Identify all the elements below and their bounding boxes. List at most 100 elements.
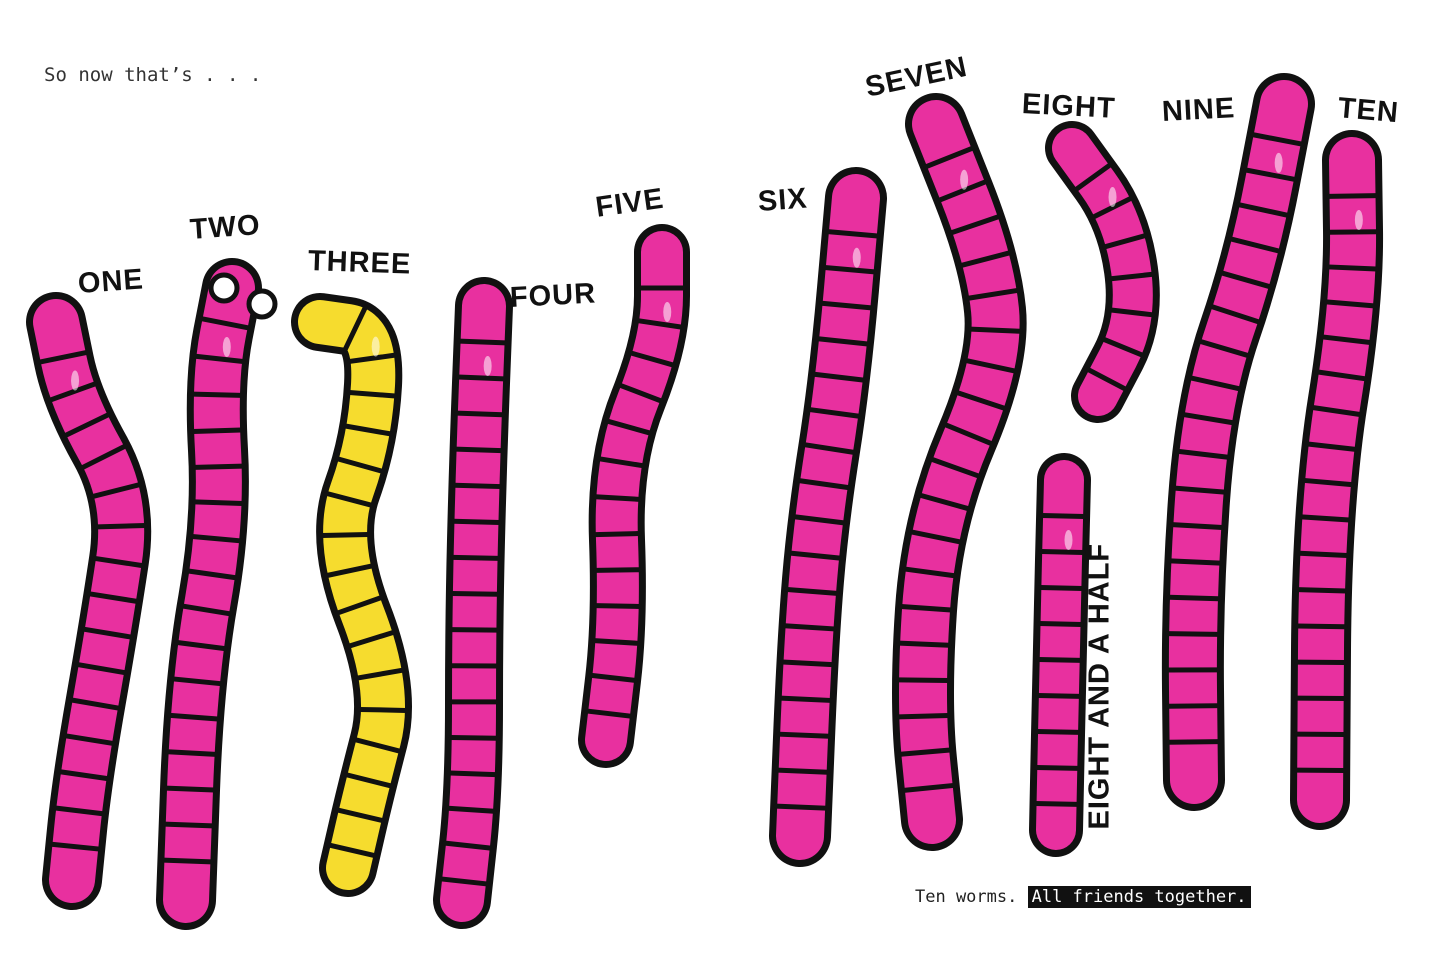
worm-segment-line <box>1320 334 1373 346</box>
worm-four <box>433 277 513 929</box>
worm-segment-line <box>48 841 102 852</box>
worm-segment-line <box>584 708 634 719</box>
worm-segment-line <box>81 626 134 640</box>
label-six: SIX <box>756 182 809 218</box>
worm-eye-right <box>246 288 278 320</box>
worm-segment-line <box>346 389 398 399</box>
worm-segment-line <box>450 518 502 525</box>
worm-segment-line <box>1037 584 1085 591</box>
worm-segment-line <box>773 803 829 811</box>
worm-segment-line <box>776 731 832 739</box>
worm-segment-line <box>190 427 244 435</box>
label-three: THREE <box>307 245 412 281</box>
worm-segment-line <box>923 145 976 170</box>
worm-segment-line <box>1165 703 1221 709</box>
worm-segment-line <box>324 563 375 578</box>
worm-highlight <box>1108 187 1117 208</box>
worm-two <box>156 258 278 930</box>
worm-segment-line <box>1323 299 1377 309</box>
worm-segment-line <box>167 712 221 722</box>
worm-segment-line <box>454 410 506 418</box>
worm-five <box>578 224 690 768</box>
worm-segment-line <box>1108 307 1156 318</box>
worm-segment-line <box>787 550 843 561</box>
caption: Ten worms. All friends together. <box>915 886 1251 908</box>
worm-one-body <box>33 299 145 903</box>
worm-segment-line <box>1165 631 1221 637</box>
worm-segment-line <box>447 770 499 778</box>
worm-segment-line <box>1325 264 1379 272</box>
worm-segment-line <box>94 522 148 530</box>
worm-segment-line <box>1181 412 1236 426</box>
worm-segment-line <box>354 667 406 681</box>
worm-segment-line <box>963 358 1018 374</box>
worm-segment-line <box>92 555 145 569</box>
worm-segment-line <box>1301 477 1355 488</box>
worm-eye-left <box>208 272 240 304</box>
worm-segment-line <box>86 591 140 604</box>
worm-one <box>26 292 152 910</box>
worm-segment-line <box>451 482 503 490</box>
label-ten: TEN <box>1336 92 1401 130</box>
worm-segment-line <box>592 530 642 538</box>
worm-segment-line <box>895 677 951 683</box>
worm-segment-line <box>335 807 386 824</box>
worm-segment-line <box>1243 167 1298 182</box>
worm-segment-line <box>1033 764 1081 771</box>
worm-highlight <box>960 169 969 190</box>
worm-segment-line <box>1305 441 1359 452</box>
worm-segment-line <box>1172 485 1228 495</box>
worm-segment-line <box>1298 514 1352 523</box>
worm-ten <box>1290 130 1384 830</box>
worm-segment-line <box>593 603 643 609</box>
caption-plain: Ten worms. <box>915 887 1028 907</box>
worm-segment-line <box>448 627 500 633</box>
worm-segment-line <box>189 533 243 544</box>
worm-segment-line <box>190 391 244 398</box>
worm-segment-line <box>778 695 834 703</box>
worm-highlight <box>71 370 80 391</box>
worm-segment-line <box>635 318 685 330</box>
worm-segment-line <box>902 566 958 579</box>
worm-segment-line <box>825 229 881 239</box>
worm-segment-line <box>942 422 995 447</box>
worm-segment-line <box>319 532 371 538</box>
worm-segment-line <box>796 478 852 491</box>
worm-segment-line <box>965 287 1021 301</box>
worm-segment-line <box>784 587 840 596</box>
worm-three-body <box>298 300 405 890</box>
worm-segment-line <box>448 734 500 741</box>
worm-segment-line <box>936 179 989 203</box>
worm-segment-line <box>450 554 502 561</box>
worm-segment-line <box>898 604 954 613</box>
worm-segment-line <box>605 418 653 436</box>
worm-segment-line <box>897 747 953 757</box>
worm-segment-line <box>1073 162 1113 192</box>
worm-segment-line <box>438 876 490 887</box>
worm-segment-line <box>815 336 871 347</box>
worm-segment-line <box>192 499 245 507</box>
worm-segment-line <box>1169 522 1225 531</box>
worm-segment-line <box>1296 550 1350 558</box>
worm-segment-line <box>1166 739 1222 745</box>
label-four: FOUR <box>509 277 597 314</box>
label-eight: EIGHT <box>1021 88 1117 125</box>
worm-eight-and-a-half-body <box>1036 460 1084 850</box>
worm-segment-line <box>819 300 874 311</box>
worm-nine-body <box>1168 80 1308 804</box>
worm-segment-line <box>47 381 98 403</box>
worm-segment-line <box>170 676 224 687</box>
worm-segment-line <box>1219 270 1273 290</box>
worm-segment-line <box>174 640 228 652</box>
worm-highlight <box>1064 529 1073 550</box>
worm-segment-line <box>1167 558 1223 566</box>
worm-segment-line <box>807 407 862 419</box>
worm-segment-line <box>592 494 642 502</box>
worm-highlight <box>852 247 861 268</box>
worm-segment-line <box>335 456 385 474</box>
worm-segment-line <box>346 352 398 364</box>
worm-segment-line <box>1326 193 1380 199</box>
worm-segment-line <box>1175 448 1231 460</box>
worm-segment-line <box>347 629 396 649</box>
worm-segment-line <box>780 659 835 668</box>
